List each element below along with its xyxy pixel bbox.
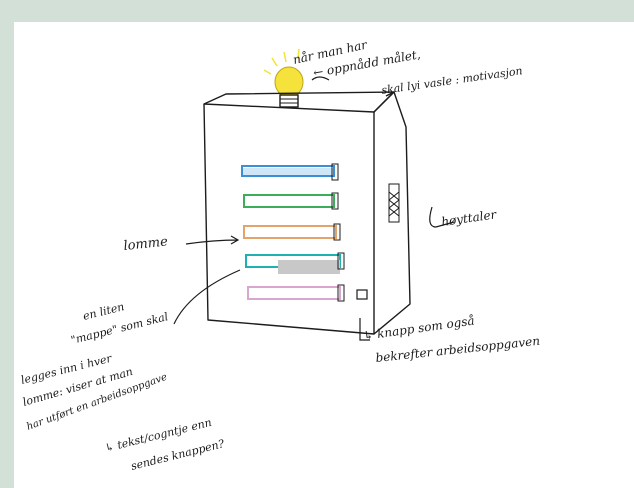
- pointer-lines: [174, 77, 454, 340]
- speaker-label: høyttaler: [440, 207, 498, 229]
- pocket-5: [248, 285, 344, 301]
- button-note-line1: ↳ knapp som også: [362, 313, 475, 343]
- pocket-1: [242, 164, 338, 180]
- box-body: [204, 92, 410, 334]
- sketch-canvas: når man har ← oppnådd målet, skal lyi va…: [14, 22, 634, 488]
- pocket-2: [244, 193, 338, 209]
- concept-sketch: når man har ← oppnådd målet, skal lyi va…: [14, 22, 634, 488]
- button-note-line2: bekrefter arbeidsoppgaven: [375, 334, 541, 365]
- pocket-label: lomme: [123, 234, 169, 254]
- pocket-pointer: [186, 236, 238, 244]
- speaker-icon: [389, 184, 399, 222]
- pocket-4: [246, 253, 344, 274]
- pocket-3: [244, 224, 340, 240]
- bulb-note-line3: skal lyi vasle : motivasjon: [381, 64, 524, 97]
- button-icon: [357, 290, 367, 299]
- folder-note-line1: en liten: [82, 300, 126, 323]
